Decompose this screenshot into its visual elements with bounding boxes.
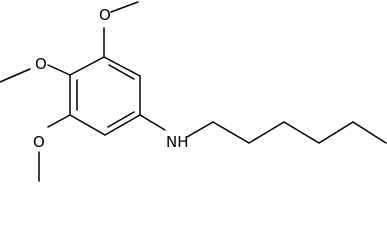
bond-o-top-to-methyl <box>110 1 139 13</box>
methoxy-left: O <box>0 55 71 83</box>
bond-ring-to-o-left <box>47 64 71 76</box>
chain-bond-4 <box>283 121 320 144</box>
bond-ring-to-n <box>139 114 166 131</box>
ring-bond-top-right <box>103 56 141 77</box>
ring-bond-top-left <box>69 56 105 76</box>
atom-n-amine: NH <box>166 133 189 151</box>
methoxy-top: O <box>99 1 139 58</box>
amine-group: NH <box>139 114 189 151</box>
benzene-ring <box>69 56 141 136</box>
bond-o-left-to-methyl <box>0 68 31 83</box>
ring-double-bond-top <box>108 64 135 80</box>
ring-double-bond-bottom <box>107 111 135 128</box>
chain-bond-6 <box>352 121 387 144</box>
ring-bond-bottom-left <box>69 114 106 136</box>
chain-bond-1 <box>186 121 214 138</box>
atom-o-top: O <box>99 6 111 24</box>
ring-bond-bottom-right <box>104 114 141 136</box>
chain-bond-5 <box>318 121 354 144</box>
chain-bond-2 <box>212 121 250 144</box>
chain-bond-3 <box>248 121 285 144</box>
atom-o-left: O <box>35 55 47 73</box>
methoxy-bottom: O <box>33 114 71 182</box>
structure-diagram: O O O NH <box>0 1 387 182</box>
atom-o-bottom: O <box>33 133 45 151</box>
bond-ring-to-o-bottom <box>47 114 71 128</box>
hexyl-chain <box>186 121 387 144</box>
